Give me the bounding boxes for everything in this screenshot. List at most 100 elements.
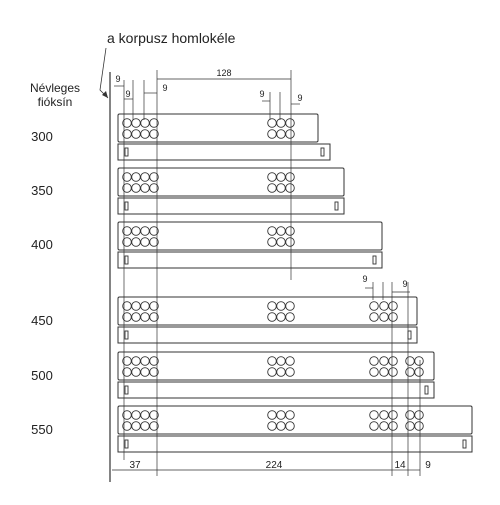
hole-rear-550 — [276, 421, 286, 431]
hole-rear-400 — [285, 226, 295, 236]
hole-mid-500 — [369, 367, 379, 377]
drawer-side-panel-400 — [117, 221, 383, 251]
hole-350 — [149, 183, 159, 193]
hole-rear-350 — [267, 183, 277, 193]
hole-400 — [140, 237, 150, 247]
hole-450 — [140, 301, 150, 311]
hole-350 — [149, 172, 159, 182]
hole-rear-550 — [276, 410, 286, 420]
hole-far-500 — [414, 367, 424, 377]
size-label-300: 300 — [31, 129, 53, 144]
hole-rear-500 — [267, 367, 277, 377]
size-label-550: 550 — [31, 422, 53, 437]
hole-500 — [131, 356, 141, 366]
drawer-400 — [117, 221, 383, 269]
hole-rear-350 — [267, 172, 277, 182]
hole-450 — [131, 301, 141, 311]
hole-rear-300 — [285, 129, 295, 139]
hole-mid-550 — [369, 410, 379, 420]
top-dimension-lines — [114, 78, 410, 293]
drawer-300 — [117, 113, 331, 161]
hole-rear-400 — [285, 237, 295, 247]
hole-far-550 — [414, 421, 424, 431]
hole-300 — [140, 129, 150, 139]
size-label-400: 400 — [31, 237, 53, 252]
bottom-dim-37: 37 — [129, 460, 141, 471]
hole-rear-550 — [285, 410, 295, 420]
hole-450 — [149, 301, 159, 311]
rail-slot-front-300 — [124, 147, 129, 157]
hole-rear-300 — [267, 118, 277, 128]
hole-550 — [149, 410, 159, 420]
drawer-450 — [117, 296, 418, 344]
hole-far-500 — [414, 356, 424, 366]
hole-mid-450 — [379, 312, 389, 322]
hole-350 — [140, 183, 150, 193]
hole-300 — [140, 118, 150, 128]
hole-500 — [140, 367, 150, 377]
dim-9d: 9 — [259, 89, 264, 99]
hole-rear-350 — [285, 172, 295, 182]
rail-slot-rear-300 — [320, 147, 325, 157]
drawer-side-panel-450 — [117, 296, 418, 326]
hole-350 — [131, 183, 141, 193]
hole-rear-400 — [276, 226, 286, 236]
hole-500 — [149, 356, 159, 366]
hole-rear-300 — [285, 118, 295, 128]
hole-mid-500 — [379, 356, 389, 366]
drawer-side-panel-550 — [117, 405, 473, 435]
drawer-550 — [117, 405, 473, 453]
slide-rail-550 — [117, 435, 473, 453]
hole-450 — [140, 312, 150, 322]
drawer-assemblies — [117, 113, 473, 453]
hole-rear-500 — [285, 367, 295, 377]
rail-slot-rear-350 — [334, 201, 339, 211]
rail-slot-front-350 — [124, 201, 129, 211]
hole-400 — [140, 226, 150, 236]
rail-slot-rear-500 — [424, 385, 429, 395]
hole-550 — [131, 410, 141, 420]
reference-lines — [123, 70, 421, 476]
hole-300 — [149, 118, 159, 128]
hole-mid-450 — [369, 312, 379, 322]
bottom-dim-9: 9 — [425, 460, 431, 471]
hole-550 — [149, 421, 159, 431]
hole-mid-450 — [379, 301, 389, 311]
hole-rear-350 — [285, 183, 295, 193]
header-title: a korpusz homlokéle — [107, 30, 236, 46]
hole-rear-450 — [285, 301, 295, 311]
hole-rear-300 — [276, 129, 286, 139]
hole-mid-500 — [388, 367, 398, 377]
side-label-line1: Névleges — [30, 81, 80, 95]
hole-far-500 — [405, 367, 415, 377]
drawer-side-panel-500 — [117, 351, 435, 381]
hole-rear-350 — [276, 183, 286, 193]
hole-400 — [149, 226, 159, 236]
hole-mid-550 — [379, 410, 389, 420]
hole-350 — [140, 172, 150, 182]
hole-far-500 — [405, 356, 415, 366]
hole-mid-550 — [388, 410, 398, 420]
hole-rear-400 — [276, 237, 286, 247]
dim-128: 128 — [216, 68, 231, 78]
hole-550 — [140, 410, 150, 420]
size-label-450: 450 — [31, 313, 53, 328]
hole-rear-500 — [267, 356, 277, 366]
hole-mid-500 — [369, 356, 379, 366]
hole-rear-500 — [285, 356, 295, 366]
hole-rear-400 — [267, 237, 277, 247]
hole-far-550 — [405, 410, 415, 420]
drawer-350 — [117, 167, 345, 215]
mid-dim-9b: 9 — [402, 279, 407, 289]
hole-rear-450 — [267, 312, 277, 322]
rail-slot-rear-550 — [462, 439, 467, 449]
rail-slot-front-450 — [124, 330, 129, 340]
hole-550 — [131, 421, 141, 431]
hole-500 — [149, 367, 159, 377]
hole-mid-500 — [379, 367, 389, 377]
drawer-side-panel-300 — [117, 113, 319, 143]
drawer-500 — [117, 351, 435, 399]
hole-rear-450 — [285, 312, 295, 322]
